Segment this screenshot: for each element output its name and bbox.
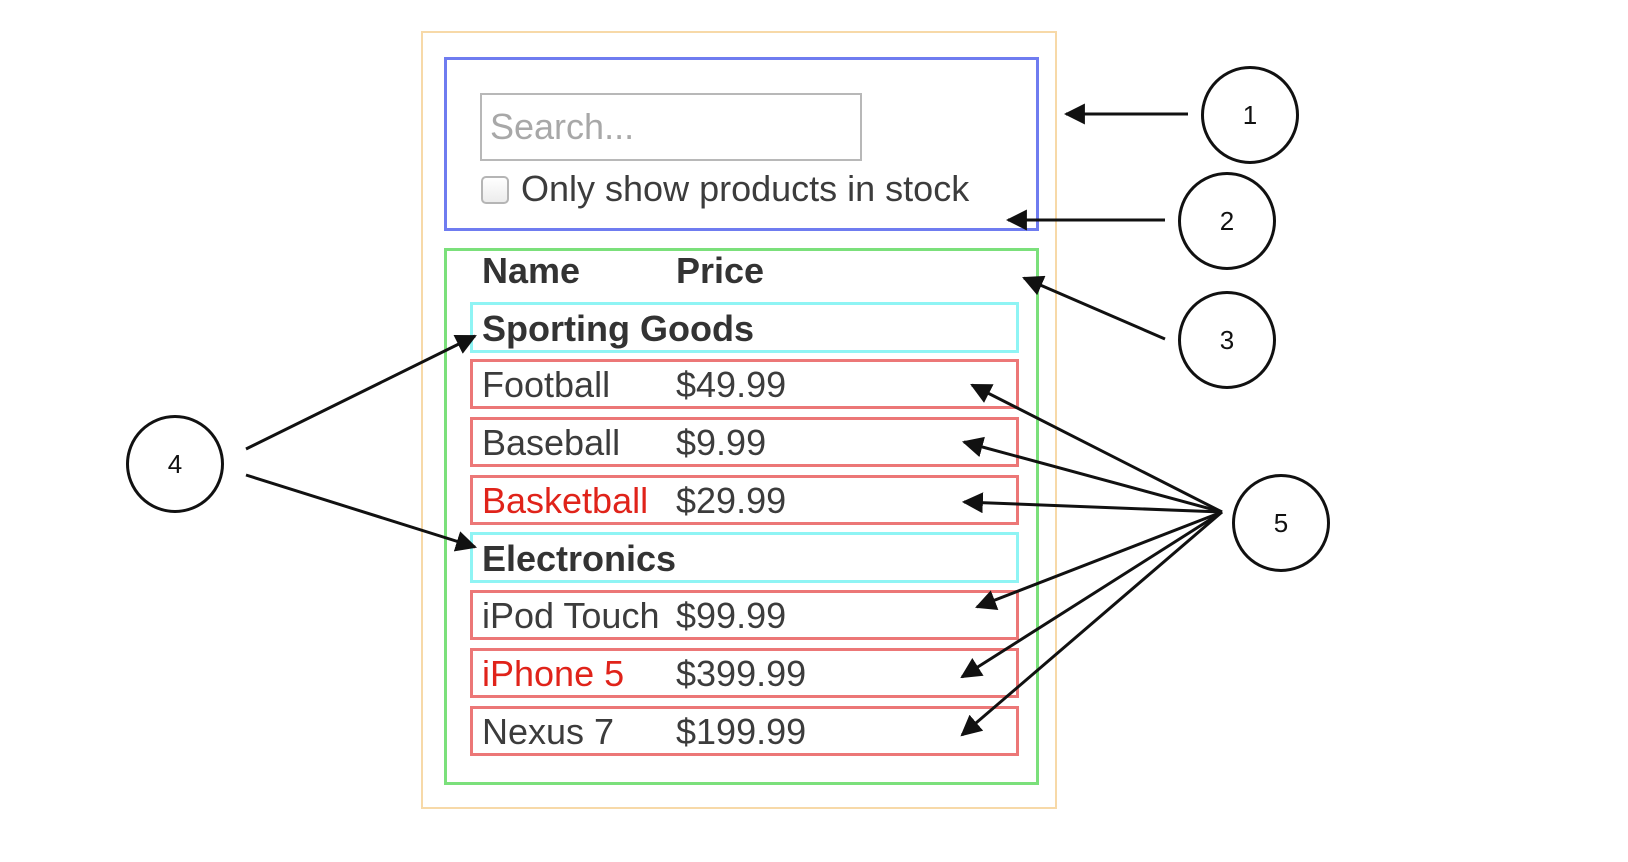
search-bar-box xyxy=(444,57,1039,231)
product-price: $29.99 xyxy=(676,480,787,521)
category-name: Sporting Goods xyxy=(482,308,754,349)
column-header-name: Name xyxy=(482,250,581,291)
callout-3: 3 xyxy=(1178,291,1276,389)
callout-4: 4 xyxy=(126,415,224,513)
product-name: iPod Touch xyxy=(482,595,660,636)
product-name-out-of-stock: Basketball xyxy=(482,480,649,521)
product-price: $9.99 xyxy=(676,422,767,463)
category-name: Electronics xyxy=(482,538,677,579)
product-price: $399.99 xyxy=(676,653,807,694)
callout-2: 2 xyxy=(1178,172,1276,270)
product-price: $99.99 xyxy=(676,595,787,636)
category-row xyxy=(470,302,1019,353)
in-stock-checkbox[interactable] xyxy=(481,176,509,204)
product-price: $49.99 xyxy=(676,364,787,405)
callout-1: 1 xyxy=(1201,66,1299,164)
column-header-price: Price xyxy=(676,250,765,291)
search-input[interactable] xyxy=(480,93,862,161)
callout-5: 5 xyxy=(1232,474,1330,572)
product-name-out-of-stock: iPhone 5 xyxy=(482,653,625,694)
in-stock-label: Only show products in stock xyxy=(521,168,970,209)
product-name: Nexus 7 xyxy=(482,711,615,752)
product-price: $199.99 xyxy=(676,711,807,752)
product-name: Football xyxy=(482,364,611,405)
product-name: Baseball xyxy=(482,422,621,463)
